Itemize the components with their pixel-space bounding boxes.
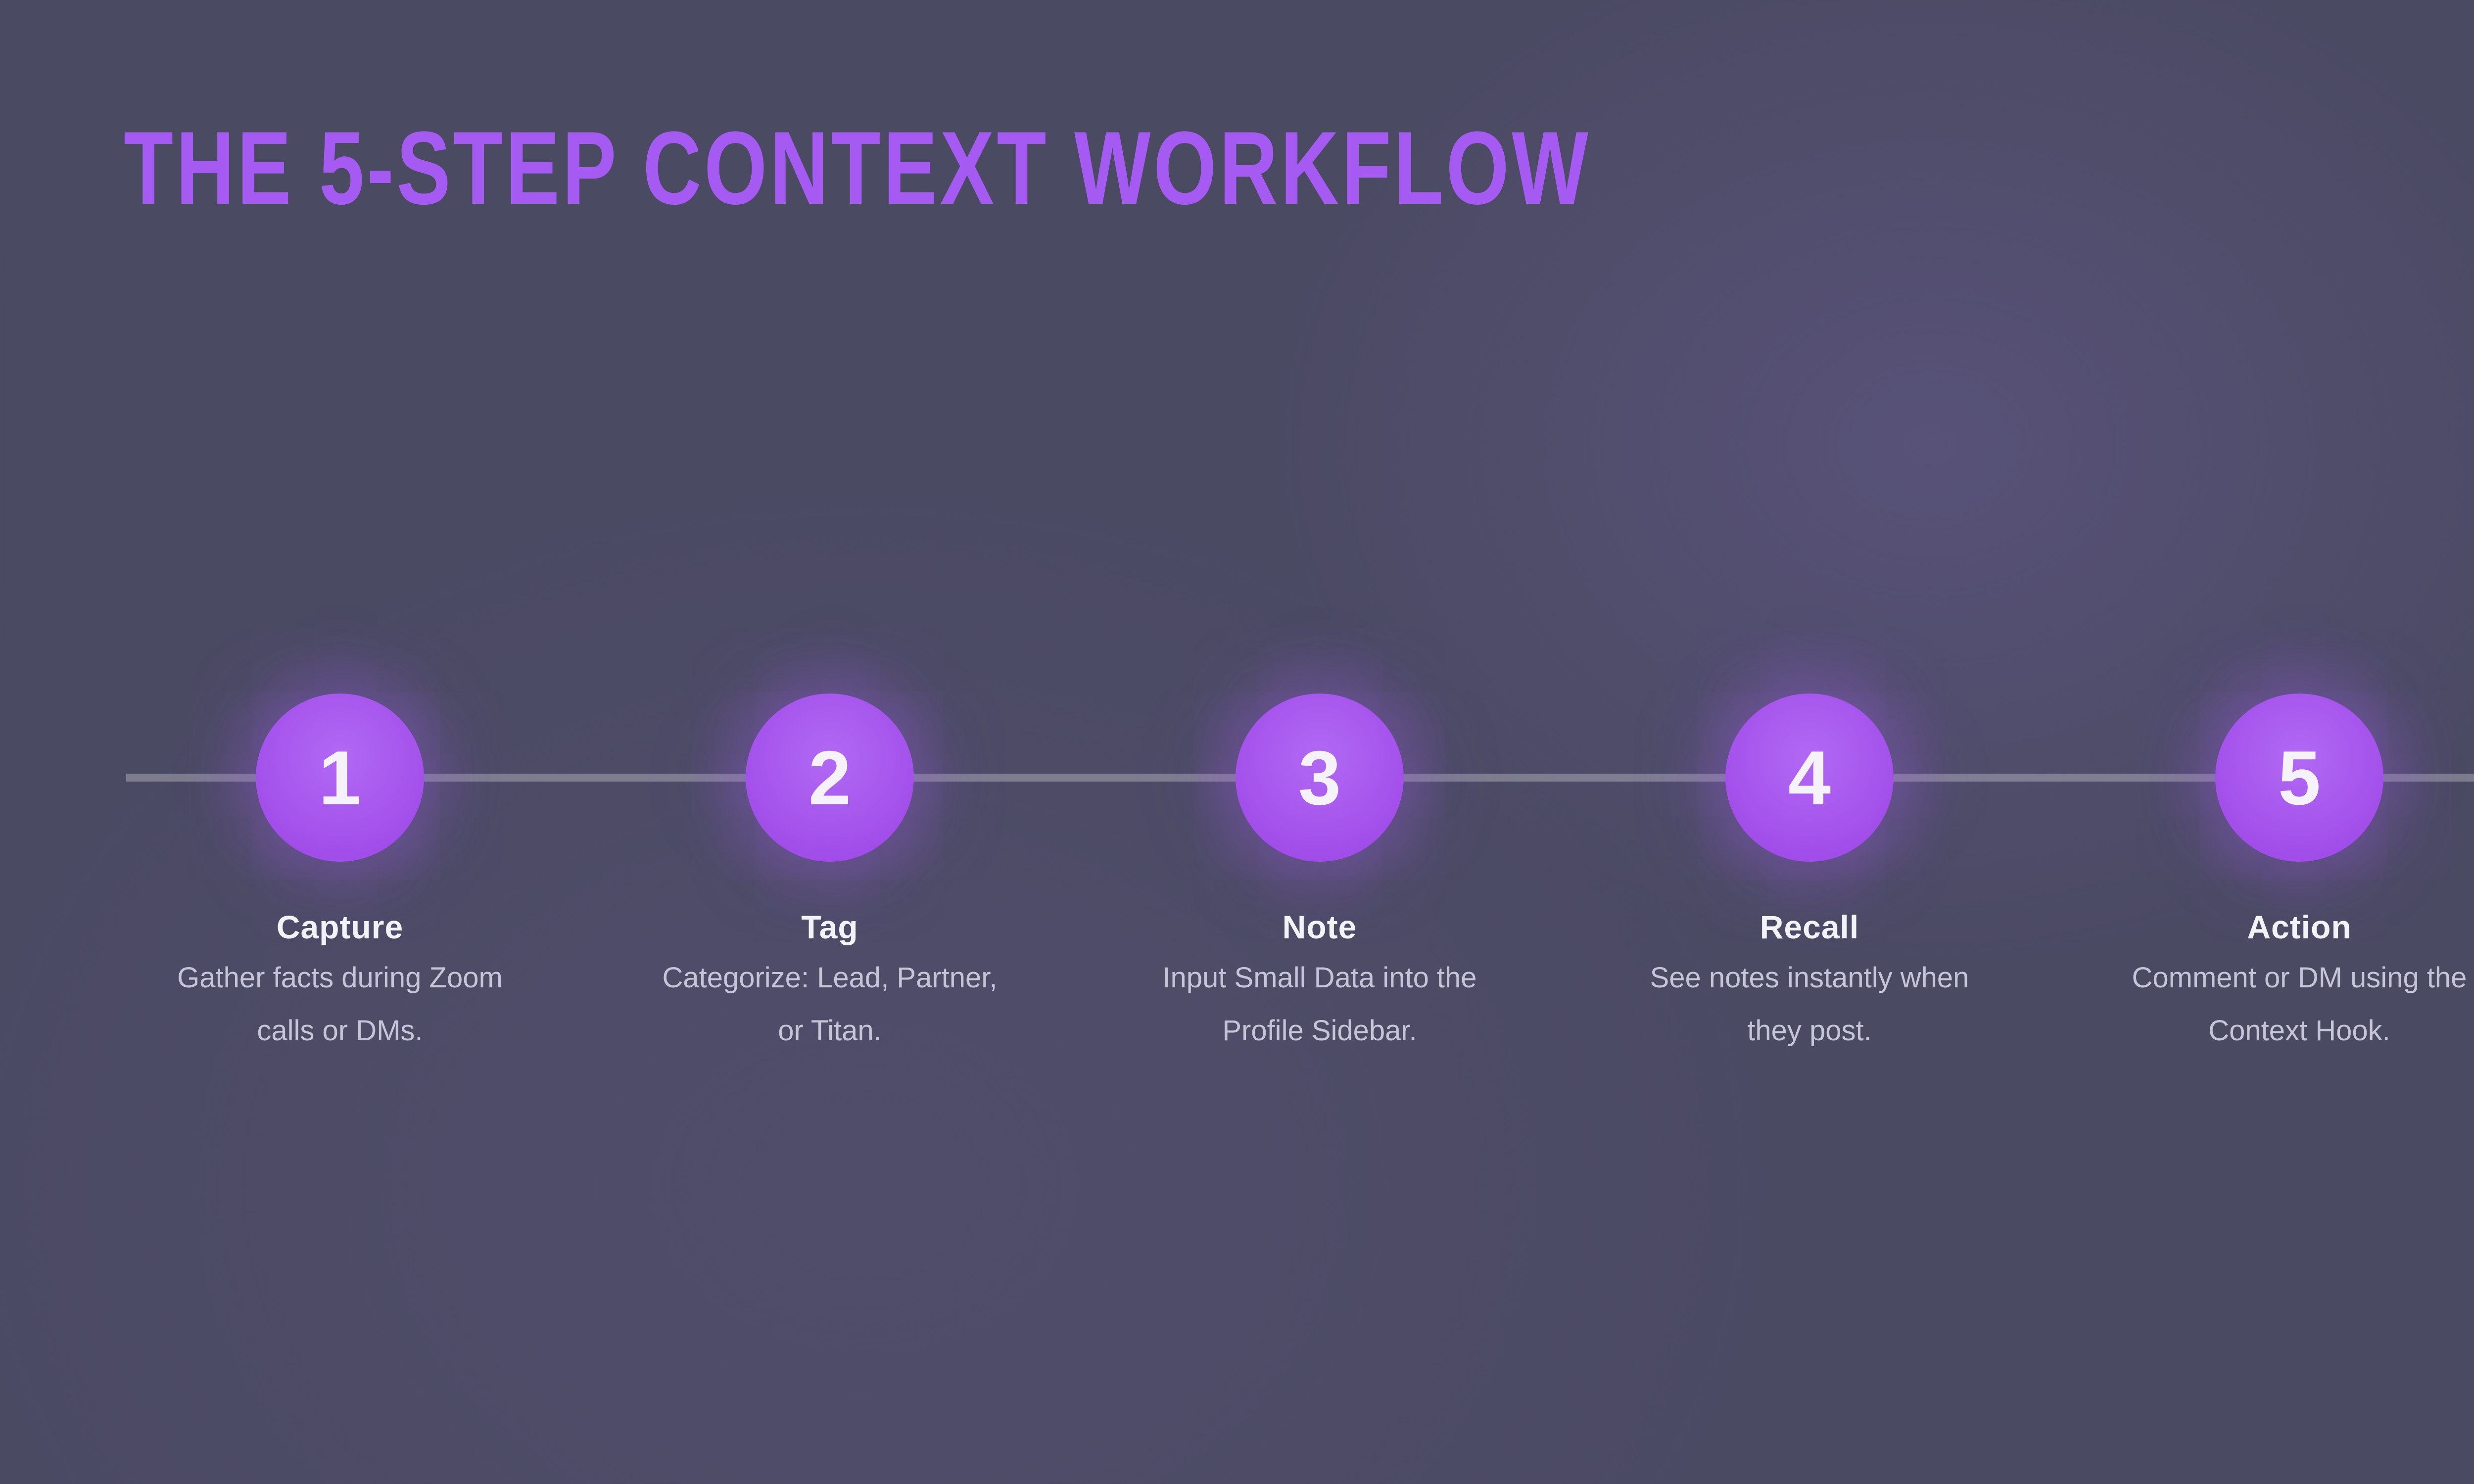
step-note-circle: 3: [1236, 694, 1404, 862]
step-capture: 1 Capture Gather facts during Zoom calls…: [117, 694, 563, 1057]
step-tag-number: 2: [808, 735, 852, 821]
step-note-number: 3: [1298, 735, 1341, 821]
page-title: THE 5-STEP CONTEXT WORKFLOW: [124, 110, 1591, 226]
step-recall-title: Recall: [1760, 909, 1859, 945]
step-recall: 4 Recall See notes instantly when they p…: [1587, 694, 2032, 1057]
step-action-title: Action: [2247, 909, 2352, 945]
step-capture-number: 1: [318, 735, 362, 821]
step-tag-title: Tag: [801, 909, 858, 945]
step-capture-circle: 1: [256, 694, 424, 862]
step-action-circle: 5: [2215, 694, 2383, 862]
step-tag: 2 Tag Categorize: Lead, Partner, or Tita…: [607, 694, 1052, 1057]
step-capture-title: Capture: [276, 909, 404, 945]
step-note: 3 Note Input Small Data into the Profile…: [1097, 694, 1542, 1057]
step-capture-description: Gather facts during Zoom calls or DMs.: [177, 961, 503, 1047]
step-tag-description: Categorize: Lead, Partner, or Titan.: [662, 961, 998, 1047]
step-note-title: Note: [1282, 909, 1357, 945]
step-action-number: 5: [2278, 735, 2321, 821]
step-note-description: Input Small Data into the Profile Sideba…: [1162, 961, 1477, 1047]
steps-row: 1 Capture Gather facts during Zoom calls…: [117, 694, 2474, 1057]
step-recall-circle: 4: [1725, 694, 1894, 862]
step-tag-circle: 2: [746, 694, 914, 862]
step-action-description: Comment or DM using the Context Hook.: [2132, 961, 2467, 1047]
step-recall-description: See notes instantly when they post.: [1650, 961, 1969, 1047]
step-recall-number: 4: [1788, 735, 1831, 821]
step-action: 5 Action Comment or DM using the Context…: [2077, 694, 2474, 1057]
workflow-timeline: 1 Capture Gather facts during Zoom calls…: [117, 694, 2474, 1099]
